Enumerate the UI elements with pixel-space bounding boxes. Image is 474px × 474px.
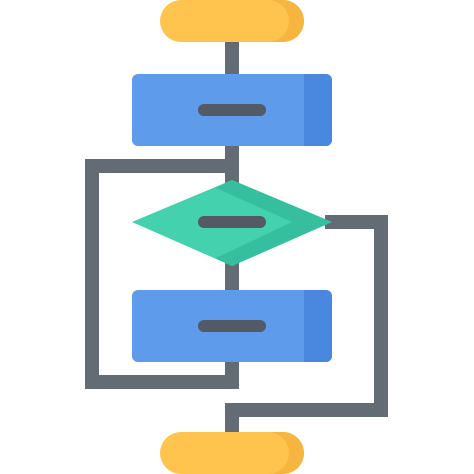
process-label-bar bbox=[198, 104, 266, 116]
connector-lines bbox=[85, 33, 388, 443]
end-terminal bbox=[160, 432, 304, 474]
shape-part bbox=[216, 222, 332, 266]
shape-part bbox=[160, 0, 304, 42]
process-box-bottom bbox=[132, 290, 332, 362]
shape-part bbox=[160, 432, 304, 474]
start-terminal bbox=[160, 0, 304, 42]
connector-decision-bypass bbox=[225, 215, 388, 443]
shape-part bbox=[216, 180, 332, 222]
shape-part bbox=[304, 74, 314, 146]
process-box-top bbox=[132, 74, 332, 146]
shape-part bbox=[304, 290, 314, 362]
decision-label-bar bbox=[198, 216, 266, 228]
shape-part bbox=[268, 432, 304, 474]
process-label-bar bbox=[198, 320, 266, 332]
decision-diamond bbox=[132, 180, 332, 266]
connector-loop-back bbox=[85, 159, 239, 389]
shape-part bbox=[268, 0, 304, 42]
